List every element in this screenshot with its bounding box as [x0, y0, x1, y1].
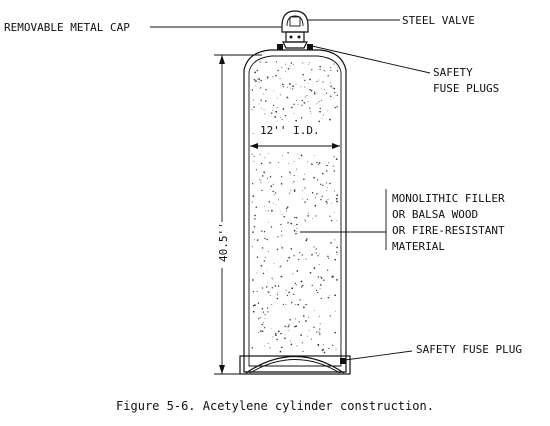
diameter-label: 12'' I.D.: [260, 124, 320, 137]
label-filler-line3: OR FIRE-RESISTANT: [392, 224, 505, 237]
valve-assembly: [277, 10, 313, 50]
figure-caption: Figure 5-6. Acetylene cylinder construct…: [116, 399, 434, 413]
safety-fuse-plug-bottom: [340, 358, 346, 364]
label-safety-fuse-plug: SAFETY FUSE PLUG: [416, 343, 522, 356]
steel-valve: [282, 31, 308, 49]
label-steel-valve: STEEL VALVE: [402, 14, 475, 27]
cylinder-base: [239, 355, 351, 375]
label-filler-line1: MONOLITHIC FILLER: [392, 192, 505, 205]
leader-lines: [150, 19, 431, 361]
filler-speckles: [251, 61, 339, 354]
label-safety-fuse-plugs-line1: SAFETY: [433, 66, 473, 79]
label-filler-line2: OR BALSA WOOD: [392, 208, 478, 221]
removable-metal-cap: [281, 10, 309, 33]
label-safety-fuse-plugs-line2: FUSE PLUGS: [433, 82, 499, 95]
height-label: 40.5'': [217, 222, 230, 262]
diameter-dimension: 12'' I.D.: [250, 122, 340, 149]
height-dimension: 40.5'': [214, 54, 262, 375]
safety-fuse-plugs-top: [277, 44, 313, 50]
cylinder-body: [243, 49, 347, 373]
label-filler-line4: MATERIAL: [392, 240, 445, 253]
label-removable-metal-cap: REMOVABLE METAL CAP: [4, 21, 130, 34]
